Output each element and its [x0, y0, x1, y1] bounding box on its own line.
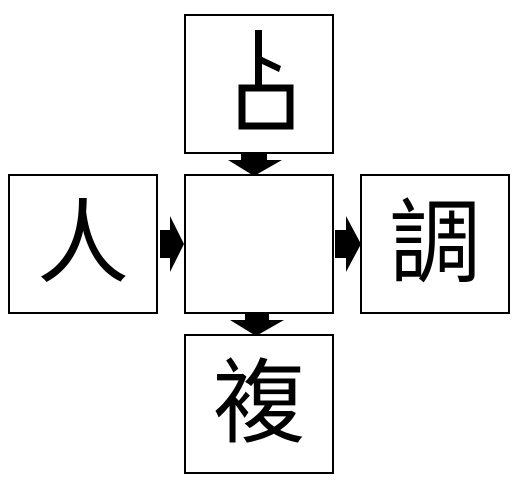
cell-bottom: 複 — [184, 334, 334, 474]
glyph-stroke-vertical — [255, 30, 262, 90]
arrow-center-to-right — [335, 216, 361, 272]
cell-top — [184, 14, 334, 154]
glyph-stroke-tick — [260, 56, 281, 72]
cell-center-blank[interactable] — [184, 174, 334, 314]
cell-left: 人 — [8, 174, 158, 314]
kanji-top-glyph — [238, 30, 294, 130]
arrow-left-to-center — [160, 216, 184, 272]
glyph-stroke-box — [238, 84, 294, 130]
arrow-center-to-bottom — [230, 313, 284, 336]
arrow-top-to-center — [228, 152, 282, 176]
cell-right: 調 — [360, 174, 510, 314]
